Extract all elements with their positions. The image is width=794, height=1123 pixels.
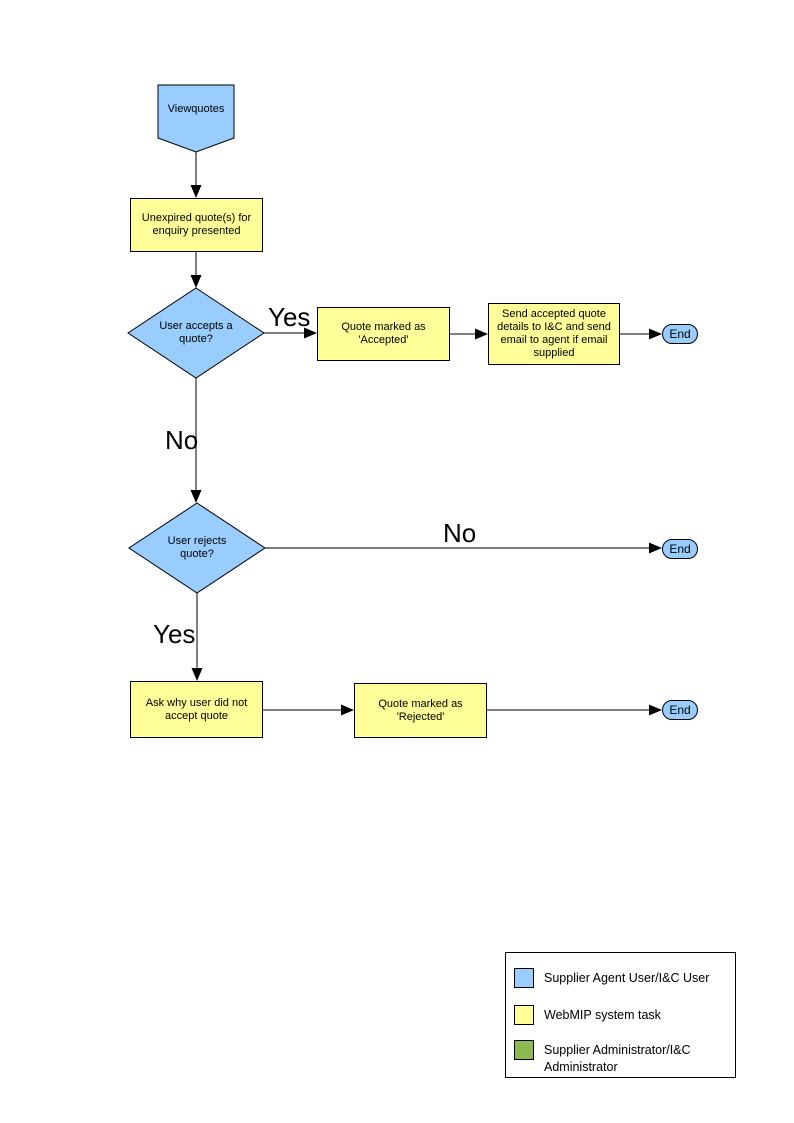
- process-present-quotes: Unexpired quote(s) for enquiry presented: [130, 198, 263, 252]
- edge-label-reject-no: No: [443, 518, 477, 548]
- arrowhead-start-to-present: [190, 185, 202, 198]
- legend-box: Supplier Agent User/I&C User WebMIP syst…: [505, 952, 736, 1078]
- legend-swatch-system-task: [514, 1005, 534, 1025]
- legend-label-agent-user: Supplier Agent User/I&C User: [544, 971, 710, 985]
- process-mark-accepted: Quote marked as 'Accepted': [317, 307, 450, 361]
- arrowhead-present-to-accept-decision: [190, 275, 202, 288]
- process-ask-why: Ask why user did not accept quote: [130, 681, 263, 738]
- process-send-details: Send accepted quote details to I&C and s…: [488, 303, 620, 365]
- arrowhead-send-details-to-end: [649, 328, 662, 340]
- arrowhead-accept-yes: [304, 327, 317, 339]
- arrowhead-askwhy-to-rejected: [341, 704, 354, 716]
- edge-label-reject-yes: Yes: [153, 619, 196, 649]
- terminal-end-no-reject: End: [662, 539, 698, 559]
- process-mark-rejected: Quote marked as 'Rejected': [354, 683, 487, 738]
- start-pentagon-shape: [157, 84, 235, 153]
- arrowhead-reject-no: [649, 542, 662, 554]
- arrowhead-reject-yes: [191, 668, 203, 681]
- arrowhead-rejected-to-end: [649, 704, 662, 716]
- arrowhead-accept-no: [190, 490, 202, 503]
- terminal-end-accept: End: [662, 324, 698, 344]
- terminal-end-reject: End: [662, 700, 698, 720]
- arrowhead-accepted-to-send-details: [475, 328, 488, 340]
- edge-label-accept-yes: Yes: [268, 302, 311, 332]
- edge-label-accept-no: No: [165, 425, 199, 455]
- legend-swatch-administrator: [514, 1040, 534, 1060]
- start-node-label: Viewquotes: [167, 102, 225, 115]
- legend-label-system-task: WebMIP system task: [544, 1008, 661, 1022]
- legend-swatch-agent-user: [514, 968, 534, 988]
- decision-user-rejects-label: User rejects quote?: [167, 535, 227, 560]
- legend-label-administrator: Supplier Administrator/I&C Administrator: [544, 1043, 691, 1074]
- decision-user-accepts-label: User accepts a quote?: [159, 320, 233, 345]
